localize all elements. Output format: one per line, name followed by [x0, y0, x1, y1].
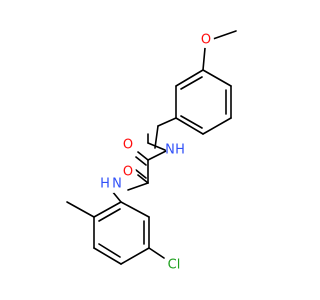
atom-cl-label: Cl	[168, 258, 181, 273]
atom-o-methoxy: O	[198, 32, 214, 48]
bond-lower-ring-3-inner	[98, 243, 121, 258]
bond-ch2-n	[154, 125, 159, 149]
bond-upper-ring-1	[202, 69, 232, 87]
bond-upper-ring-3	[202, 117, 232, 135]
atom-o-upper-carbonyl-label: O	[123, 138, 133, 153]
bond-lower-ring-1-inner	[98, 208, 121, 222]
atom-n-upper: N	[165, 142, 182, 158]
bond-ring-ch2	[157, 117, 177, 127]
atom-labels: O N H O O N H Cl	[100, 32, 214, 275]
bond-o-ring	[202, 47, 206, 71]
atom-n-upper-label: N	[165, 143, 175, 158]
bond-lower-ring-3	[93, 247, 122, 265]
bond-lower-ring-4	[120, 247, 150, 265]
bond-ring-cl	[148, 247, 165, 259]
bond-carbonyl-upper-c	[147, 150, 167, 161]
bond-n-carbonyl-upper	[147, 142, 166, 151]
bond-upper-ring-4	[175, 117, 204, 135]
atom-cl: Cl	[164, 255, 184, 275]
bond-c-o-upper-1	[137, 151, 149, 161]
molecule-diagram: O N H O O N H Cl	[66, 30, 237, 275]
bond-c-o-lower-2	[135, 169, 147, 179]
atom-n-lower-label: N	[112, 177, 122, 192]
atom-o-upper-carbonyl: O	[120, 137, 136, 153]
bond-methyl-o	[212, 30, 237, 40]
bond-c-o-lower-1	[137, 174, 149, 184]
atom-h-upper-label: H	[175, 143, 185, 158]
bond-c-n-lower	[127, 182, 149, 191]
atom-n-lower: N H	[100, 175, 122, 193]
atom-o-methoxy-label: O	[201, 33, 211, 48]
atom-o-lower-carbonyl: O	[120, 164, 136, 180]
bond-c-o-upper-2	[135, 156, 147, 166]
bonds	[66, 30, 237, 265]
structure-svg: O N H O O N H Cl	[66, 30, 237, 275]
bond-upper-ring-6	[175, 69, 204, 87]
atom-h-lower-label: H	[100, 177, 110, 192]
atom-o-lower-carbonyl-label: O	[123, 165, 133, 180]
atom-h-upper: H	[175, 143, 185, 158]
bond-ring-methyl	[66, 201, 95, 218]
bond-lower-ring-1	[93, 201, 122, 218]
bond-lower-ring-6	[120, 201, 150, 218]
bond-upper-ring-6-inner	[180, 76, 203, 90]
bond-upper-ring-4-inner	[180, 115, 203, 129]
